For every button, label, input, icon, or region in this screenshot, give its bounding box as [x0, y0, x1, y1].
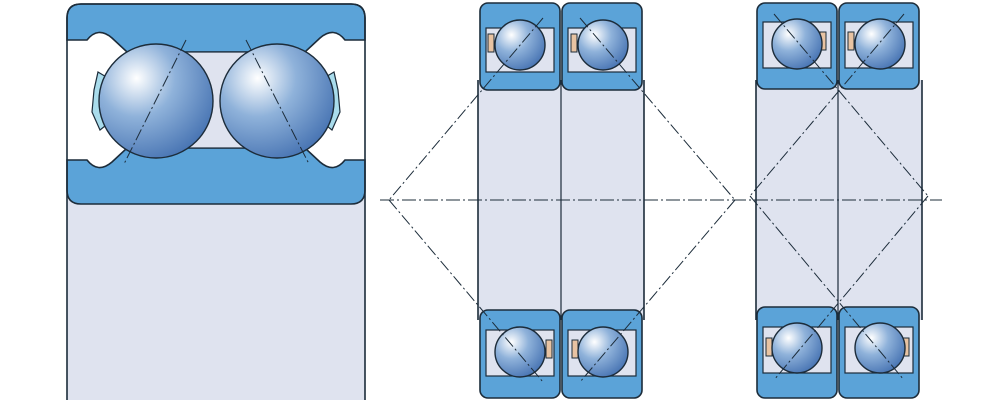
bearing-unit-top-left-b2b — [479, 2, 561, 91]
cage-top-left-b2b — [487, 33, 495, 53]
inner-ring — [66, 147, 366, 205]
bearing-unit-bottom-left-b2b — [479, 309, 561, 399]
contact-line-right — [245, 39, 310, 165]
bearing-unit-bottom-right-f2f — [838, 306, 920, 399]
ball-bottom-right-b2b — [577, 326, 629, 378]
cage-bottom-left-b2b — [545, 339, 553, 359]
ball-bottom-left-f2f — [771, 322, 823, 374]
cage-top-right-f2f — [847, 31, 855, 51]
ball-bottom-right-f2f — [854, 322, 906, 374]
bearing-unit-top-right-b2b — [561, 2, 643, 91]
ball-top-right-f2f — [854, 18, 906, 70]
cage-bottom-left-f2f — [765, 337, 773, 357]
cage-bottom-right-b2b — [571, 339, 579, 359]
bearing-outline — [66, 3, 366, 400]
bearing-bore — [67, 200, 365, 400]
double-row-bearing-section — [66, 3, 366, 400]
bearing-unit-top-left-f2f — [756, 2, 838, 90]
cage-top-right-b2b — [570, 33, 578, 53]
contact-line-left — [123, 39, 187, 165]
bearing-unit-bottom-right-b2b — [561, 309, 643, 399]
outer-ring — [66, 3, 366, 53]
